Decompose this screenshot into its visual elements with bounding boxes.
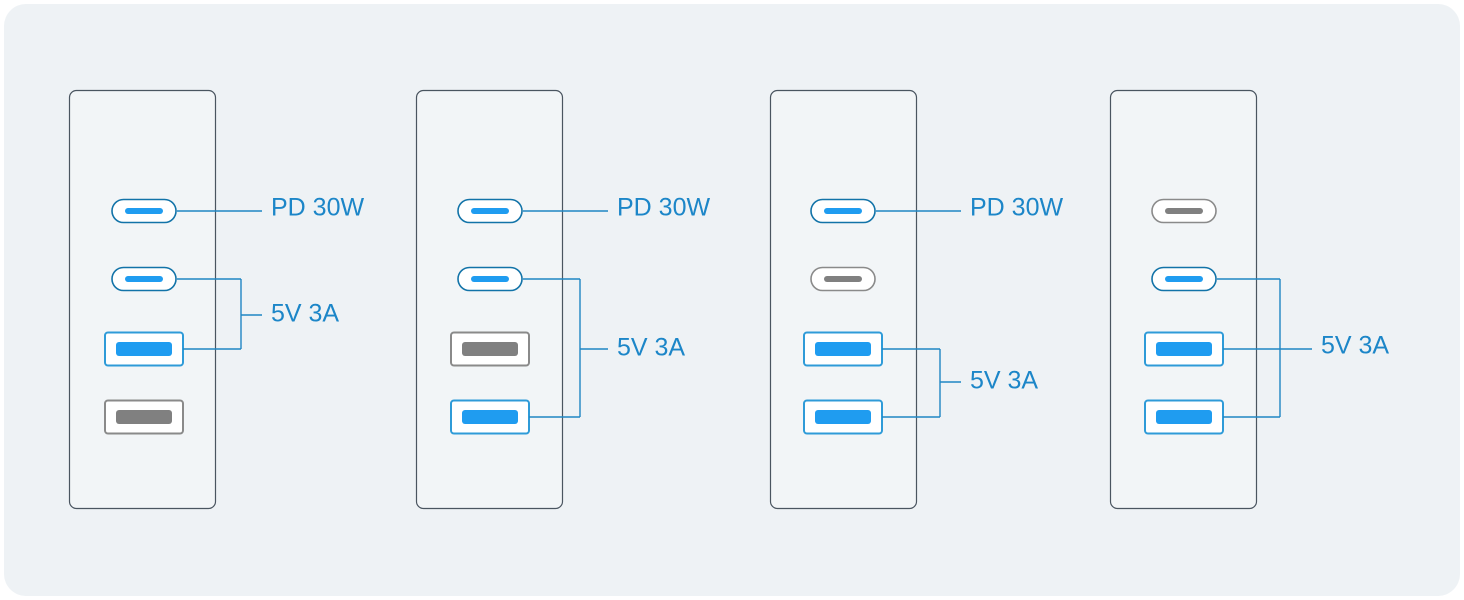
label-5v-3a: 5V 3A [617,334,685,362]
charger-body-outline [68,89,217,510]
usb-a-port-3[interactable] [803,331,883,367]
usb-a-port-4[interactable] [104,399,184,435]
usb-a-port-contact [462,410,518,424]
charger-body-outline [1109,89,1258,510]
charger-variant-1: PD 30W 5V 3A [68,89,364,510]
usb-c-port-contact [471,208,509,214]
usb-c-port-2[interactable] [457,266,523,292]
usb-a-port-contact [462,342,518,356]
usb-a-port-contact [815,410,871,424]
label-5v-3a-group: 5V 3A [177,278,339,350]
label-5v-3a: 5V 3A [271,300,339,328]
label-pd-30w: PD 30W [617,194,710,222]
label-5v-3a: 5V 3A [970,367,1038,395]
usb-c-port-contact [824,276,862,282]
usb-a-port-4[interactable] [1144,399,1224,435]
usb-a-port-contact [116,342,172,356]
charger-body-outline [415,89,564,510]
charger-body-outline [769,89,918,510]
usb-a-port-3[interactable] [104,331,184,367]
label-pd-30w-group: PD 30W [177,194,364,222]
usb-a-port-3[interactable] [450,331,530,367]
charger-variant-3: PD 30W 5V 3A [769,89,1063,510]
label-pd-30w: PD 30W [271,194,364,222]
usb-c-port-2[interactable] [1151,266,1217,292]
label-5v-3a-group: 5V 3A [882,348,1038,418]
charger-variant-4: 5V 3A [1109,89,1389,510]
usb-c-port-contact [471,276,509,282]
usb-c-port-contact [125,276,163,282]
charger-variant-2: PD 30W 5V 3A [415,89,710,510]
label-5v-3a-group: 5V 3A [1217,278,1389,418]
label-5v-3a: 5V 3A [1321,332,1389,360]
usb-a-port-contact [116,410,172,424]
usb-a-port-contact [815,342,871,356]
usb-a-port-3[interactable] [1144,331,1224,367]
usb-c-port-contact [125,208,163,214]
usb-c-port-1[interactable] [111,198,177,224]
usb-c-port-1[interactable] [810,198,876,224]
label-5v-3a-group: 5V 3A [523,278,685,418]
usb-a-port-contact [1156,342,1212,356]
usb-c-port-contact [1165,208,1203,214]
label-pd-30w-group: PD 30W [876,194,1063,222]
usb-c-port-contact [1165,276,1203,282]
usb-c-port-1[interactable] [1151,198,1217,224]
usb-a-port-4[interactable] [803,399,883,435]
usb-c-port-contact [824,208,862,214]
usb-a-port-contact [1156,410,1212,424]
label-pd-30w: PD 30W [970,194,1063,222]
usb-c-port-1[interactable] [457,198,523,224]
usb-a-port-4[interactable] [450,399,530,435]
usb-c-port-2[interactable] [111,266,177,292]
label-pd-30w-group: PD 30W [523,194,710,222]
usb-c-port-2[interactable] [810,266,876,292]
